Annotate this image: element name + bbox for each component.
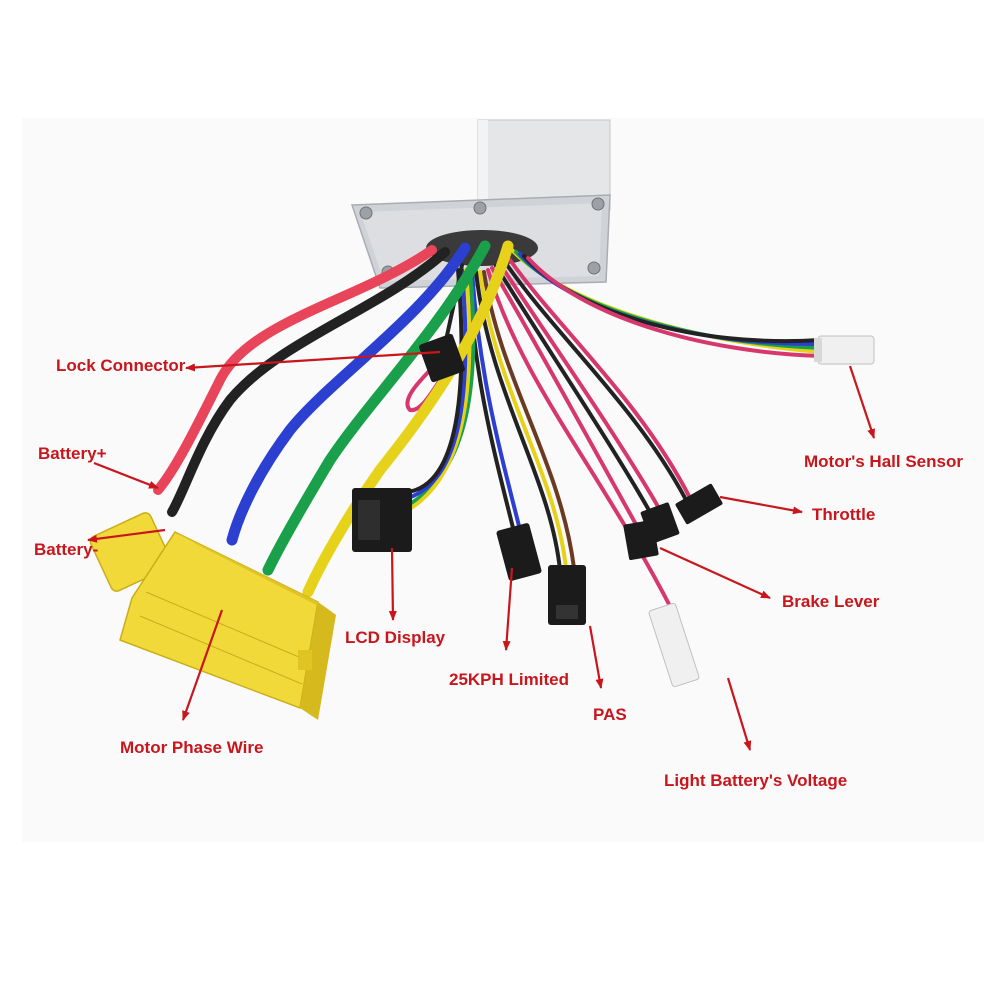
phase-wire-blue (226, 242, 471, 546)
label-battery-minus: Battery- (34, 540, 99, 559)
label-light-battery-voltage: Light Battery's Voltage (664, 771, 848, 790)
brake-plug-2 (623, 519, 659, 561)
motor-hall-sensor-plug (814, 335, 875, 365)
arrow-hall-sensor (848, 365, 876, 439)
arrow-battery-minus (87, 528, 166, 543)
arrow-battery-plus (93, 461, 159, 490)
brake-wire-pink-1 (498, 262, 662, 512)
lcd-display-plug (352, 488, 412, 552)
light-voltage-plug (648, 602, 700, 688)
throttle-wire-pink (508, 258, 692, 500)
lcd-wire-black (406, 268, 464, 494)
label-lock-connector: Lock Connector (56, 356, 186, 375)
wire-bundle (153, 240, 822, 612)
brake-wire-pink-2 (490, 266, 640, 530)
arrow-lcd-display (388, 547, 397, 621)
arrow-throttle (719, 495, 803, 515)
phase-wire-yellow (302, 240, 514, 598)
pas-plug (548, 565, 586, 625)
label-pas: PAS (593, 705, 627, 724)
label-motor-hall-sensor: Motor's Hall Sensor (804, 452, 963, 471)
pas-wire-yellow (478, 270, 568, 570)
limit-wire-blue (470, 270, 522, 532)
throttle-wire-black (503, 260, 687, 500)
arrow-motor-phase (181, 609, 224, 721)
battery-wire-black (167, 247, 450, 517)
lcd-wire-yellow (406, 268, 472, 512)
label-brake-lever: Brake Lever (782, 592, 880, 611)
label-motor-phase-wire: Motor Phase Wire (120, 738, 264, 757)
arrow-brake-lever (659, 546, 771, 600)
label-battery-plus: Battery+ (38, 444, 107, 463)
label-lcd-display: LCD Display (345, 628, 446, 647)
lock-connector-plug (419, 333, 465, 383)
arrow-lock-connector (185, 350, 441, 372)
limit-plug (496, 523, 542, 581)
arrow-light-voltage (726, 677, 752, 751)
lcd-wire-green (406, 268, 476, 507)
callout-arrows (87, 350, 876, 751)
hall-wire-red (526, 256, 822, 358)
label-throttle: Throttle (812, 505, 876, 524)
pas-wire-brown (482, 270, 576, 570)
throttle-plug (675, 483, 723, 525)
lcd-wire-blue (406, 268, 468, 500)
phase-wire-green (262, 240, 491, 576)
arrow-pas (588, 625, 604, 689)
label-25kph-limited: 25KPH Limited (449, 670, 569, 689)
arrow-25kph (502, 567, 514, 651)
brake-wire-black-1 (494, 264, 652, 514)
